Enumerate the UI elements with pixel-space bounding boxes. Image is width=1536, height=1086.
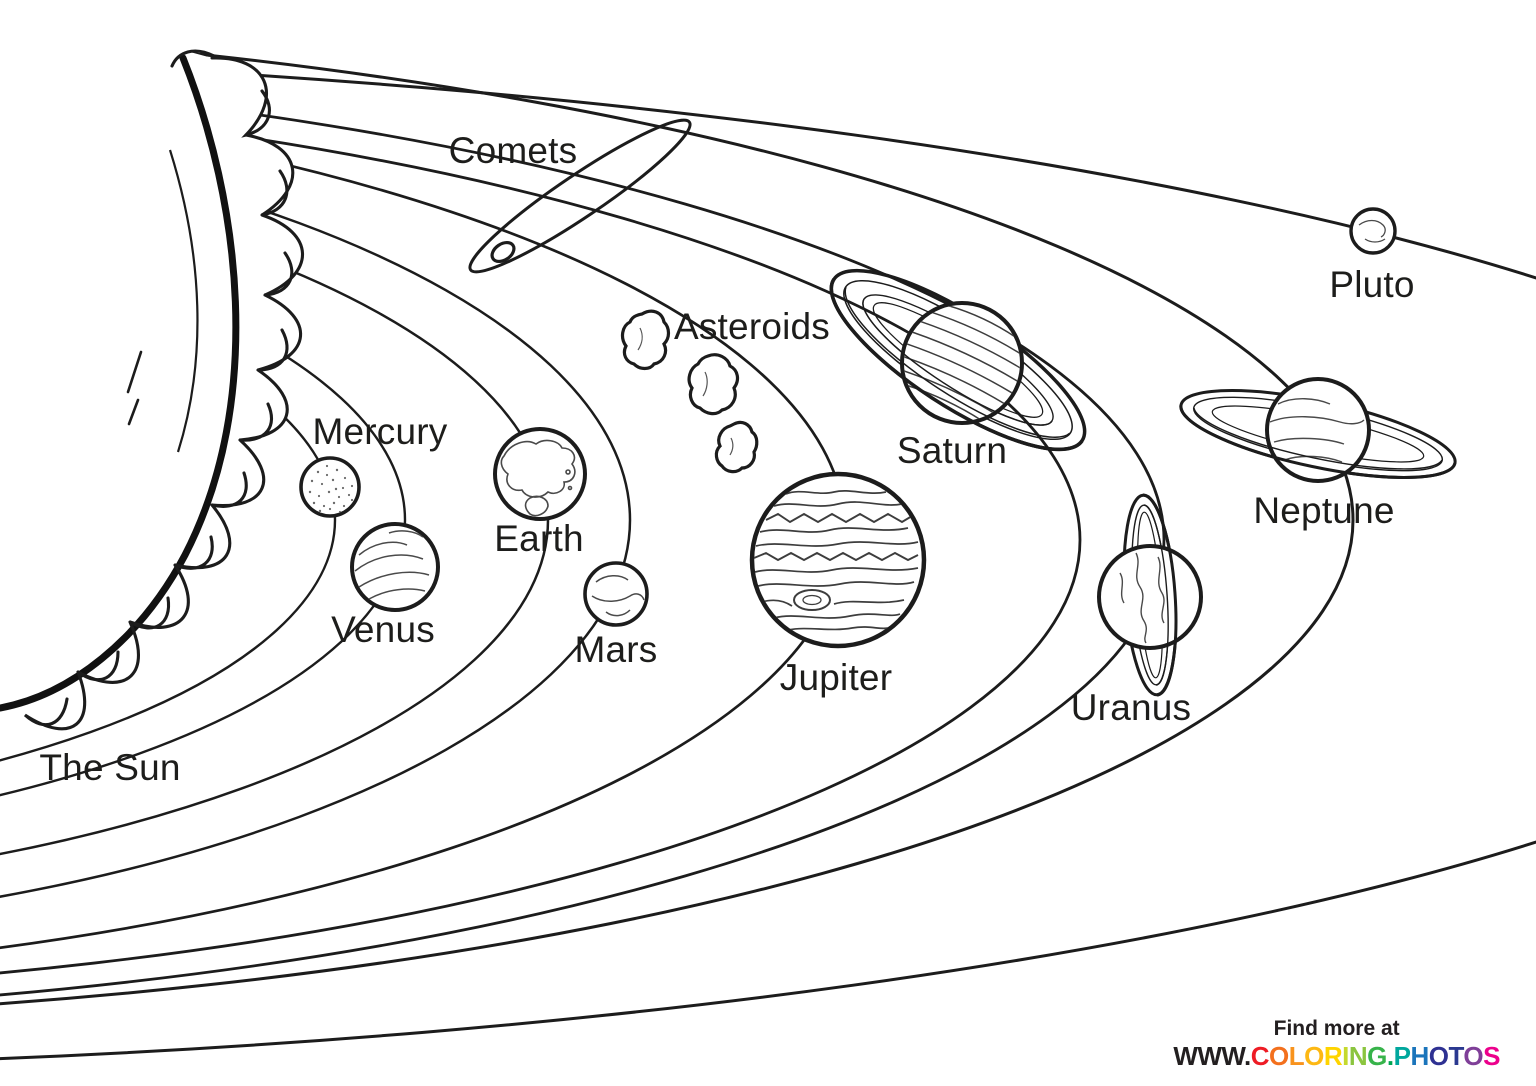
uranus-ring-front [1142,493,1178,697]
sun-flames [23,49,304,731]
asteroid-1 [620,309,671,371]
label-pluto: Pluto [1329,264,1415,305]
jupiter-red-spot [793,589,831,611]
planet-saturn [829,268,1087,452]
asteroid-3 [714,420,759,474]
comet-nucleus [490,240,516,264]
saturn-ring-front [829,278,1084,452]
footer-site-colored-letters: COLORING.PHOTOS [1250,1041,1501,1072]
planet-venus [350,522,440,612]
planet-neptune [1179,377,1457,483]
orbit-uranus [0,83,1165,997]
venus-clouds [354,530,430,600]
sun-ray-dash-2 [127,398,140,426]
label-neptune: Neptune [1253,490,1395,531]
label-asteroids: Asteroids [673,306,831,347]
label-the-sun: The Sun [39,747,181,788]
sun-mask [0,0,303,733]
asteroids [620,309,759,474]
label-mars: Mars [574,629,658,670]
label-uranus: Uranus [1070,687,1192,728]
sun-ray-dash-1 [126,350,143,394]
orbit-venus [0,243,406,797]
sun-inner-arc [168,149,199,453]
orbit-mars [0,142,631,898]
label-comets: Comets [448,130,578,171]
footer-site-url[interactable]: WWW.COLORING.PHOTOS [1173,1041,1500,1072]
label-mercury: Mercury [312,411,448,452]
label-jupiter: Jupiter [779,657,893,698]
neptune-ring-front [1179,404,1457,479]
planet-jupiter [749,471,927,649]
neptune-bands [1269,398,1365,463]
comet-tail [468,118,692,274]
planet-mercury [299,456,361,518]
earth-continents [500,439,576,517]
orbit-mercury [0,278,336,762]
sun [0,0,304,733]
saturn-bands [904,305,1020,421]
planet-pluto [1349,207,1397,255]
label-earth: Earth [494,518,584,559]
footer-site-prefix: WWW. [1173,1041,1251,1072]
planet-uranus [1097,493,1203,697]
orbit-neptune [0,34,1354,1006]
comet [468,118,692,274]
asteroid-2 [687,353,740,416]
pluto-details [1358,219,1386,243]
orbit-saturn [0,105,1081,975]
jupiter-bands [754,490,919,631]
footer: Find more at WWW.COLORING.PHOTOS [1173,1017,1500,1072]
mars-details [591,575,645,617]
uranus-details [1119,552,1165,644]
label-saturn: Saturn [896,430,1008,471]
footer-find-more-text: Find more at [1273,1016,1400,1040]
label-venus: Venus [331,609,435,650]
planet-earth [493,427,587,521]
sun-limb [0,54,240,712]
planet-mars [583,561,649,627]
mercury-craters [308,464,354,514]
